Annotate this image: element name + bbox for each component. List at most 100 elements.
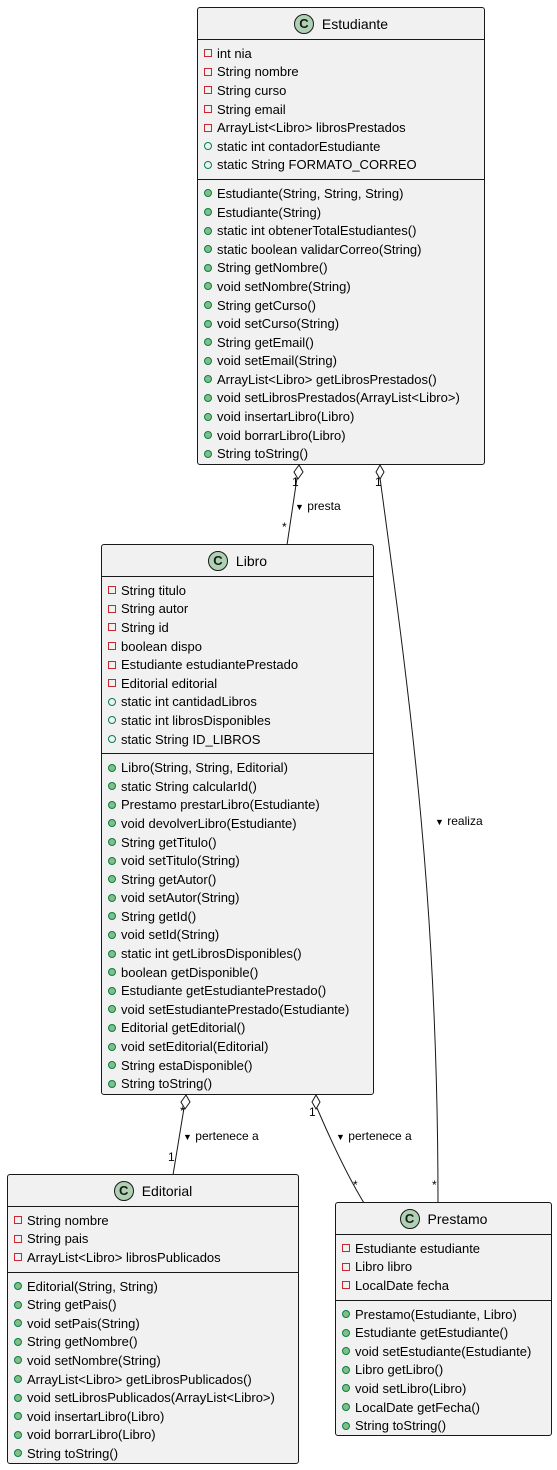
attribute-text: String curso bbox=[217, 82, 287, 98]
class-method: void devolverLibro(Estudiante) bbox=[102, 814, 373, 833]
method-text: void insertarLibro(Libro) bbox=[27, 1408, 165, 1424]
private-visibility-icon bbox=[342, 1244, 350, 1253]
public-visibility-icon bbox=[204, 412, 212, 421]
method-text: void setEstudiante(Estudiante) bbox=[355, 1343, 532, 1359]
class-attribute: Estudiante estudiantePrestado bbox=[102, 655, 373, 674]
relation-label-realiza: ▼ realiza bbox=[435, 814, 483, 828]
private-visibility-icon bbox=[342, 1262, 350, 1271]
public-visibility-icon bbox=[108, 1005, 116, 1014]
class-method: Estudiante getEstudiantePrestado() bbox=[102, 981, 373, 1000]
private-visibility-icon bbox=[108, 604, 116, 613]
public-visibility-icon bbox=[108, 800, 116, 809]
class-method: static boolean validarCorreo(String) bbox=[198, 240, 484, 259]
class-method: static int obtenerTotalEstudiantes() bbox=[198, 221, 484, 240]
label-text: pertenece a bbox=[195, 1129, 259, 1143]
method-text: Libro getLibro() bbox=[355, 1362, 444, 1378]
method-text: void setTitulo(String) bbox=[121, 853, 240, 869]
public-visibility-icon bbox=[14, 1356, 22, 1365]
public-visibility-icon bbox=[108, 782, 116, 791]
private-visibility-icon bbox=[204, 123, 212, 132]
method-text: void setPais(String) bbox=[27, 1315, 140, 1331]
method-text: Estudiante getEstudiante() bbox=[355, 1325, 509, 1341]
public-visibility-icon bbox=[14, 1430, 22, 1439]
multiplicity-realiza-target: * bbox=[432, 1178, 437, 1192]
method-text: void setEditorial(Editorial) bbox=[121, 1039, 269, 1055]
method-text: void setId(String) bbox=[121, 927, 220, 943]
attribute-text: static int contadorEstudiante bbox=[217, 138, 381, 154]
class-method: void setTitulo(String) bbox=[102, 851, 373, 870]
private-visibility-icon bbox=[108, 623, 116, 632]
public-visibility-icon bbox=[342, 1310, 350, 1319]
public-visibility-icon bbox=[108, 1079, 116, 1088]
method-text: String getNombre() bbox=[217, 260, 328, 276]
method-text: Prestamo prestarLibro(Estudiante) bbox=[121, 797, 320, 813]
attribute-text: static int librosDisponibles bbox=[121, 712, 271, 728]
class-method: String getNombre() bbox=[198, 259, 484, 278]
class-method: String toString() bbox=[8, 1444, 298, 1463]
private-visibility-icon bbox=[108, 642, 116, 651]
multiplicity-presta-target: * bbox=[282, 520, 287, 534]
class-attribute: String id bbox=[102, 618, 373, 637]
aggregation-diamond-presta bbox=[293, 464, 304, 480]
relation-line-pertenece-prestamo bbox=[316, 1107, 365, 1204]
class-method: Editorial getEditorial() bbox=[102, 1019, 373, 1038]
class-method: Prestamo(Estudiante, Libro) bbox=[336, 1305, 551, 1324]
relation-label-presta: ▼ presta bbox=[295, 499, 341, 513]
class-method: Libro getLibro() bbox=[336, 1361, 551, 1380]
attribute-text: static String ID_LIBROS bbox=[121, 731, 261, 747]
method-text: String toString() bbox=[217, 446, 309, 462]
class-method: void insertarLibro(Libro) bbox=[198, 407, 484, 426]
public-visibility-icon bbox=[108, 949, 116, 958]
method-text: void setNombre(String) bbox=[27, 1352, 161, 1368]
public-visibility-icon bbox=[108, 986, 116, 995]
class-method: String getTitulo() bbox=[102, 833, 373, 852]
public-visibility-icon bbox=[204, 319, 212, 328]
relation-line-presta bbox=[286, 477, 298, 546]
aggregation-diamond-pertenece-editorial bbox=[180, 1094, 191, 1110]
public-visibility-icon bbox=[204, 189, 212, 198]
public-visibility-icon bbox=[108, 875, 116, 884]
attribute-text: String autor bbox=[121, 601, 189, 617]
method-text: static int obtenerTotalEstudiantes() bbox=[217, 223, 417, 239]
class-attribute: Libro libro bbox=[336, 1258, 551, 1277]
attribute-text: ArrayList<Libro> librosPublicados bbox=[27, 1249, 221, 1265]
method-text: Editorial(String, String) bbox=[27, 1278, 158, 1294]
class-method: String getPais() bbox=[8, 1295, 298, 1314]
class-methods-section: Prestamo(Estudiante, Libro)Estudiante ge… bbox=[336, 1301, 551, 1440]
relation-label-pertenece-prestamo: ▼ pertenece a bbox=[336, 1129, 412, 1143]
public-visibility-icon bbox=[204, 142, 212, 151]
class-name: Editorial bbox=[141, 1182, 193, 1199]
private-visibility-icon bbox=[108, 586, 116, 595]
method-text: Libro(String, String, Editorial) bbox=[121, 760, 288, 776]
class-method: void setLibrosPublicados(ArrayList<Libro… bbox=[8, 1388, 298, 1407]
class-methods-section: Estudiante(String, String, String)Estudi… bbox=[198, 180, 484, 468]
class-method: void setEstudiantePrestado(Estudiante) bbox=[102, 1000, 373, 1019]
public-visibility-icon bbox=[342, 1421, 350, 1430]
public-visibility-icon bbox=[204, 301, 212, 310]
method-text: String toString() bbox=[121, 1076, 213, 1092]
method-text: String getCurso() bbox=[217, 297, 316, 313]
method-text: Editorial getEditorial() bbox=[121, 1020, 246, 1036]
method-text: String toString() bbox=[27, 1445, 119, 1461]
class-attribute: String titulo bbox=[102, 581, 373, 600]
class-name: Estudiante bbox=[321, 15, 389, 32]
private-visibility-icon bbox=[14, 1234, 22, 1243]
class-attribute: ArrayList<Libro> librosPublicados bbox=[8, 1248, 298, 1267]
class-attribute: String email bbox=[198, 100, 484, 119]
public-visibility-icon bbox=[204, 245, 212, 254]
method-text: Estudiante(String) bbox=[217, 204, 322, 220]
class-attribute: static String FORMATO_CORREO bbox=[198, 156, 484, 175]
attribute-text: int nia bbox=[217, 45, 252, 61]
class-attribute: static String ID_LIBROS bbox=[102, 730, 373, 749]
public-visibility-icon bbox=[204, 338, 212, 347]
public-visibility-icon bbox=[342, 1403, 350, 1412]
public-visibility-icon bbox=[204, 375, 212, 384]
method-text: void setLibrosPublicados(ArrayList<Libro… bbox=[27, 1390, 275, 1406]
class-method: void insertarLibro(Libro) bbox=[8, 1407, 298, 1426]
